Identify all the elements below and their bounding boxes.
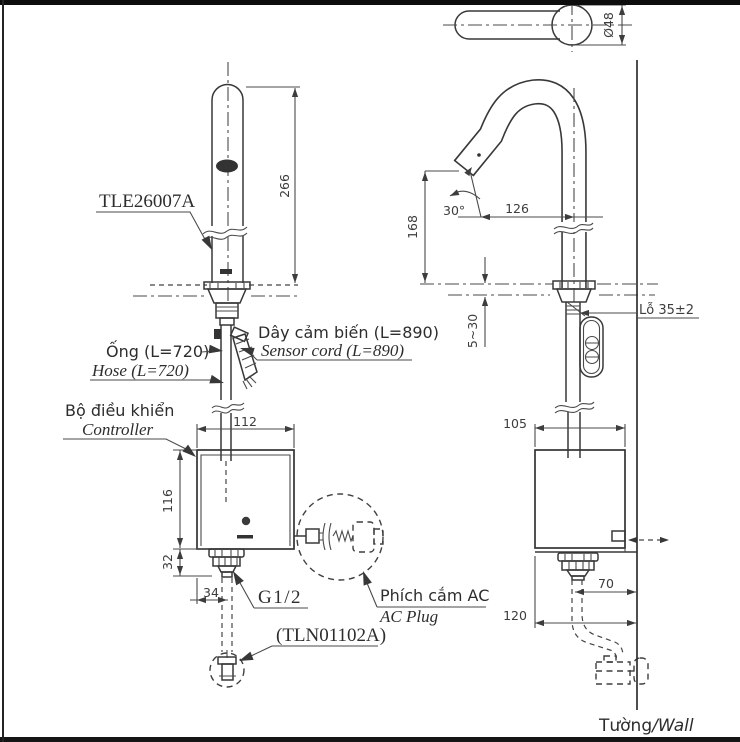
side-view [420,1,669,710]
label-wall: Tường/Wall [598,716,694,736]
spout-tip-mark [477,153,481,157]
dim-hose-wall-offset: 70 [598,576,614,591]
dim-266: 266 [246,86,300,283]
product-code-text: TLE26007A [99,191,195,212]
controller-fitting-front [208,548,245,652]
label-product: TLE26007A [96,191,216,253]
label-hose: Ống (L=720) Hose (L=720) [90,340,226,388]
label-valve-code: (TLN01102A) [237,625,386,666]
dim-30deg: 30° [443,165,482,218]
controller-fitting-side [557,552,599,581]
dim-126: 126 [458,201,603,221]
top-frame-bar [0,0,740,5]
dim-5-30: 5~30 [465,257,489,348]
dim-105: 105 [503,416,626,447]
label-hole-size: Lỗ 35±2 [639,303,694,318]
front-view [133,62,300,688]
dim-120: 120 [503,556,637,628]
deck-lines-side [420,283,658,296]
detail-circle [296,493,384,581]
dim-spout-reach: 126 [505,201,529,216]
outlet-slot [220,269,232,274]
dim-168: 168 [405,170,459,283]
left-frame-line [2,0,4,742]
dim-controller-offset: 34 [203,585,219,600]
dim-70: 70 [575,576,637,596]
dim-lo35: Lỗ 35±2 [580,303,699,319]
braided-cord [232,333,258,382]
dim-112: 112 [196,414,295,448]
sensor-window [216,159,238,173]
hose-dashed-side [571,580,649,685]
controller-side [534,449,669,553]
slot-mark [237,535,253,539]
sensor-label-en: Sensor cord (L=890) [261,341,404,360]
flange-front [203,281,251,326]
ac-plug-detail [294,493,384,581]
mounting-clamp [579,316,604,378]
hose-and-cord-front [211,325,258,450]
bottom-frame-bar [0,737,740,742]
valve-dashed [595,661,631,685]
label-controller: Bộ điều khiển Controller [63,401,199,461]
dim-controller-base: 32 [160,554,175,570]
label-thread: G1/2 [229,568,308,609]
label-sensor-cord: Dây cảm biến (L=890) Sensor cord (L=890) [238,323,439,361]
dim-spout-diameter: Ø48 [601,12,616,38]
flange-side [552,280,604,450]
wall-clip [611,530,626,542]
dim-spout-front-height: 266 [277,174,292,198]
indicator-hole [241,516,251,526]
label-ac-plug: Phích cắm AC AC Plug [358,569,489,626]
dim-deck-thickness: 5~30 [465,314,480,348]
thread-label-text: G1/2 [258,587,302,608]
controller-label-vi: Bộ điều khiển [65,401,174,420]
dim-spout-angle: 30° [443,203,465,218]
dim-controller-width: 112 [233,414,257,429]
spout-front [202,83,248,283]
hose-label-vi: Ống (L=720) [106,340,209,361]
dim-controller-depth: 105 [503,416,527,431]
wall-label-text: Tường/Wall [598,716,694,736]
sensor-label-vi: Dây cảm biến (L=890) [258,323,439,342]
valve-code-text: (TLN01102A) [276,625,386,646]
dim-controller-height: 116 [160,489,175,513]
controller-label-en: Controller [82,420,154,439]
dim-controller-wall-offset: 120 [503,608,527,623]
dim-spout-side-height: 168 [405,215,420,239]
plug-label-en: AC Plug [379,607,438,626]
spout-side [453,79,594,305]
plug-label-vi: Phích cắm AC [380,586,489,605]
deck-lines-front [133,284,300,297]
hose-label-en: Hose (L=720) [91,361,189,380]
valve-detail-front [209,650,245,688]
controller-front [196,449,295,550]
dim-32: 32 [160,549,212,577]
dim-34: 34 [190,578,228,604]
